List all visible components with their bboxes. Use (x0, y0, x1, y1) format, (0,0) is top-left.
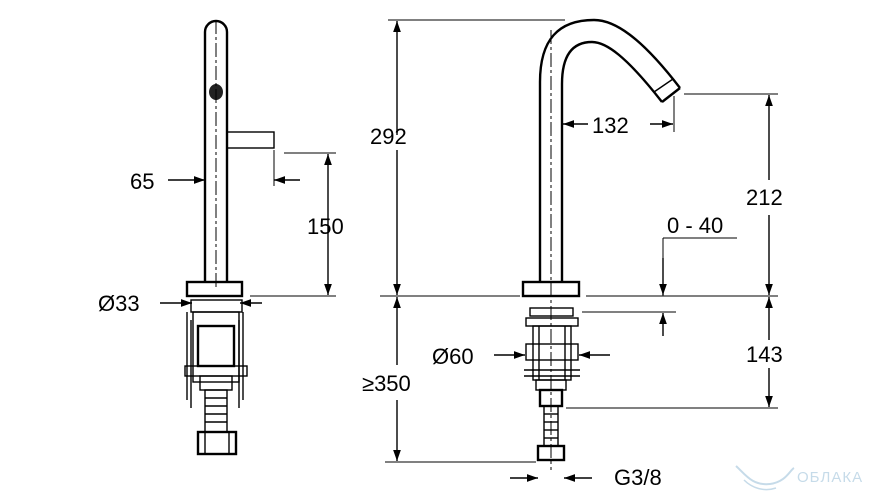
dim-front-below-min: ≥350 (362, 371, 411, 396)
dim-front-total-height: 292 (370, 124, 407, 149)
side-view: 65 150 Ø33 (98, 19, 344, 456)
dim-front-reach: 132 (592, 113, 629, 138)
dim-front-spout-height: 212 (746, 185, 783, 210)
dim-33: Ø33 (98, 291, 262, 316)
dim-132: 132 (563, 96, 675, 138)
dim-front-thread: G3/8 (614, 465, 662, 490)
dim-g38: G3/8 (510, 465, 662, 490)
side-faucet-body (184, 19, 275, 456)
dim-front-adjust: 0 - 40 (667, 213, 723, 238)
dim-350: ≥350 (362, 297, 536, 463)
dim-65: 65 (130, 150, 300, 194)
dim-side-base-dia: Ø33 (98, 291, 140, 316)
dim-143: 143 (566, 297, 783, 409)
dim-292: 292 (370, 19, 565, 297)
watermark-text: ОБЛАКА (797, 469, 863, 486)
dim-side-width: 65 (130, 169, 154, 194)
dim-front-under-depth: 143 (746, 342, 783, 367)
front-faucet-body (521, 18, 681, 470)
watermark-logo: ОБЛАКА (735, 465, 863, 491)
dim-60: Ø60 (432, 344, 610, 369)
dim-212: 212 (586, 93, 783, 297)
dim-side-lever-height: 150 (307, 214, 344, 239)
dim-front-nut-dia: Ø60 (432, 344, 474, 369)
dim-0-40: 0 - 40 (582, 213, 737, 336)
dim-150: 150 (250, 152, 344, 297)
front-view: 292 132 212 0 - 40 (362, 18, 783, 490)
